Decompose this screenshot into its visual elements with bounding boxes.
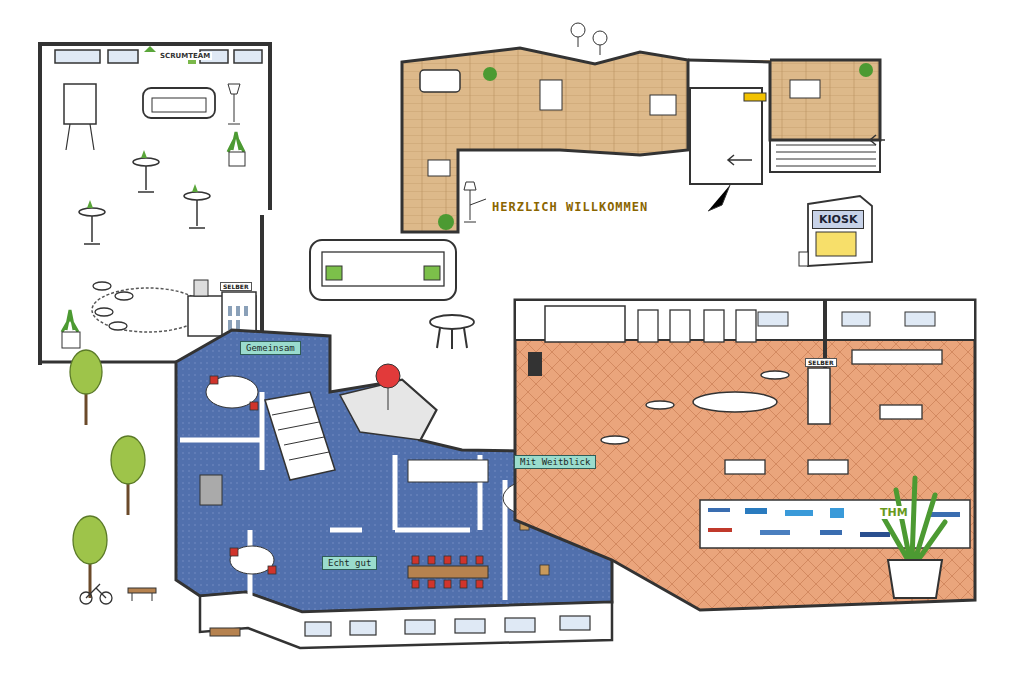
node-text: Gemeinsam [246, 343, 295, 353]
room-tag: Gemeinsam [240, 341, 301, 355]
welcome-banner: HERZLICH WILLKOMMEN [488, 198, 652, 216]
kiosk-sign: KIOSK [812, 210, 864, 229]
node-text: Echt gut [328, 558, 371, 568]
node-text: HERZLICH WILLKOMMEN [492, 200, 648, 214]
node-text: Mit Weitblick [520, 457, 590, 467]
fridge-sign: SELBER [805, 358, 837, 367]
room-tag: Echt gut [322, 556, 377, 570]
room-tag: Mit Weitblick [514, 455, 596, 469]
sponsor-logo: THM [878, 506, 910, 519]
node-text: KIOSK [819, 213, 857, 226]
fridge-sign: SELBER [220, 282, 252, 291]
team-logo: SCRUMTEAM [158, 52, 212, 60]
